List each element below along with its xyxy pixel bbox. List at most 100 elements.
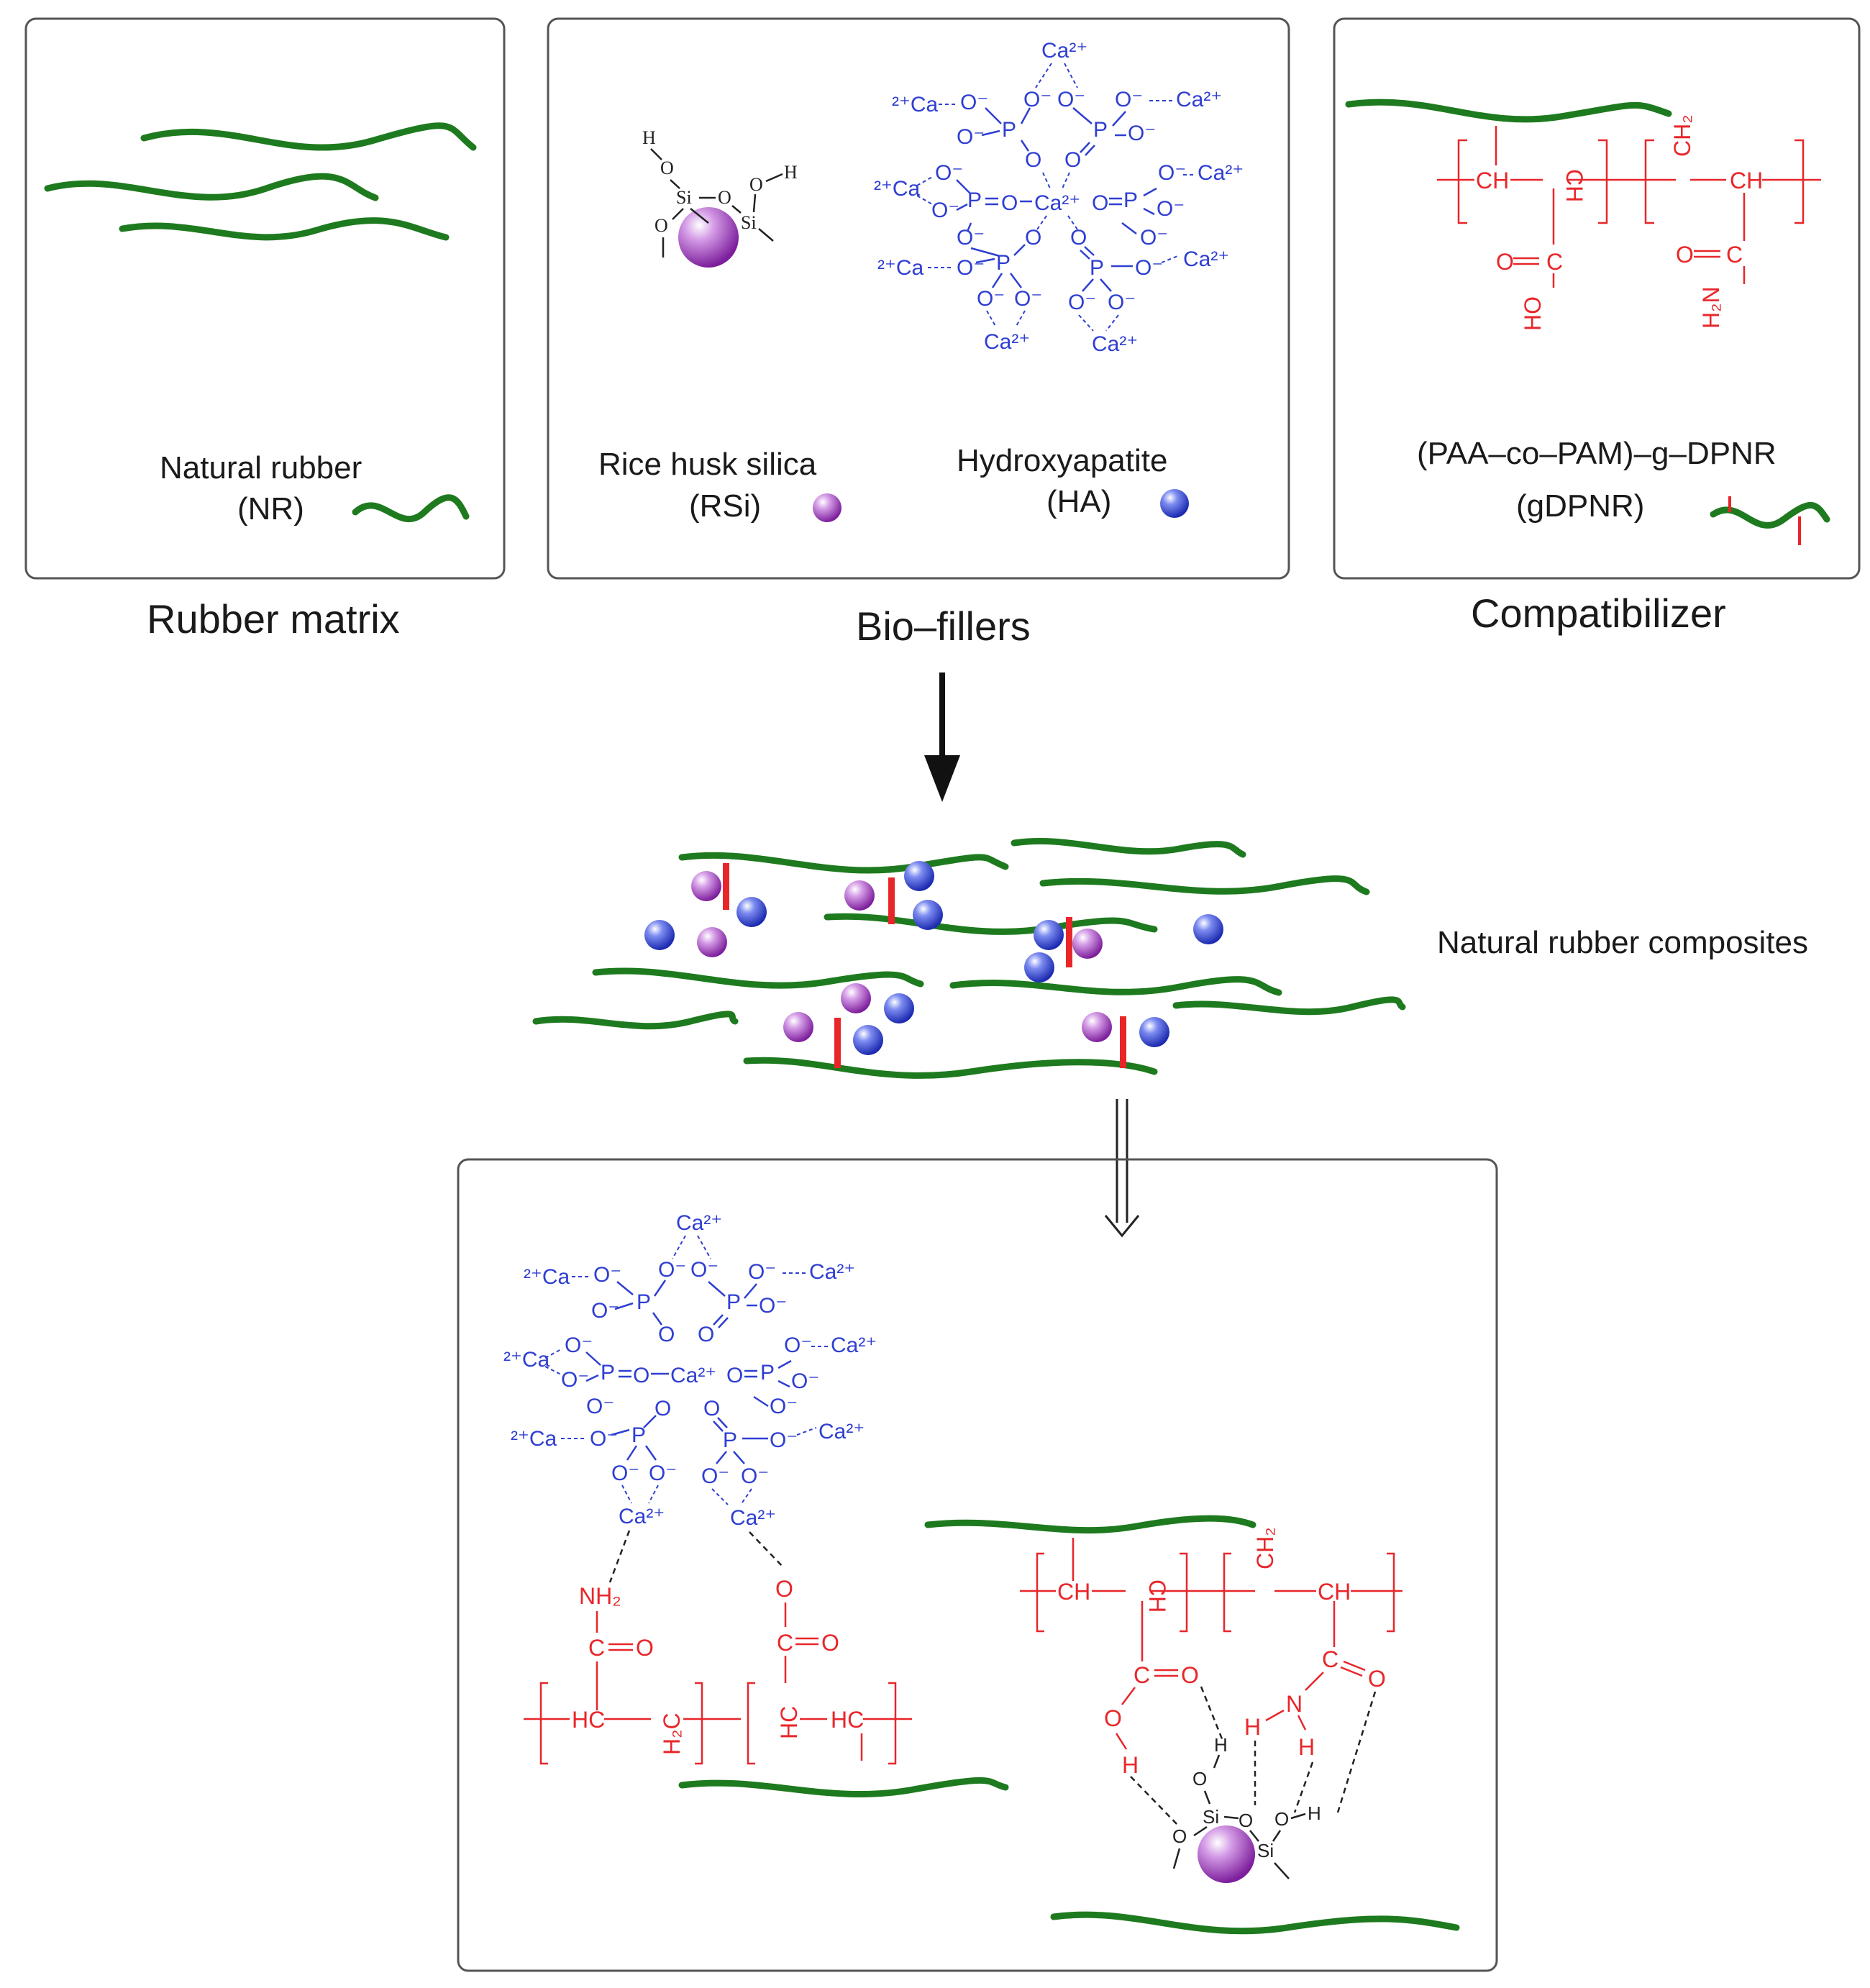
svg-text:H₂N: H₂N <box>1698 286 1724 329</box>
svg-text:O⁻: O⁻ <box>1157 197 1185 221</box>
svg-text:²⁺Ca: ²⁺Ca <box>503 1348 549 1372</box>
svg-text:Ca²⁺: Ca²⁺ <box>1176 88 1222 111</box>
svg-text:O⁻: O⁻ <box>784 1333 812 1357</box>
svg-text:Si: Si <box>676 187 692 208</box>
silica-legend-sphere <box>813 493 842 522</box>
svg-text:H: H <box>1122 1752 1139 1778</box>
ha-label: Hydroxyapatite <box>957 443 1167 478</box>
svg-text:O⁻: O⁻ <box>1068 291 1096 314</box>
svg-text:C: C <box>1134 1662 1150 1688</box>
silica-abbrev: (RSi) <box>689 488 761 524</box>
svg-text:CH: CH <box>1561 169 1587 202</box>
gdpnr-label: (PAA–co–PAM)–g–DPNR <box>1417 436 1776 471</box>
left-rubber-chain <box>678 1777 1009 1798</box>
svg-text:²⁺Ca: ²⁺Ca <box>511 1427 557 1451</box>
rubber-matrix-panel: Natural rubber (NR) <box>24 17 506 580</box>
svg-text:P: P <box>723 1428 737 1452</box>
svg-text:O⁻: O⁻ <box>741 1464 769 1488</box>
svg-text:O⁻: O⁻ <box>957 226 985 250</box>
hydrogen-bond-lines <box>1130 1686 1377 1828</box>
svg-text:CH: CH <box>1318 1579 1351 1605</box>
svg-text:H: H <box>642 127 656 148</box>
svg-text:HC: HC <box>831 1707 864 1733</box>
svg-text:C: C <box>1546 249 1563 275</box>
svg-text:P: P <box>601 1361 615 1385</box>
gdpnr-abbrev: (gDPNR) <box>1516 488 1644 524</box>
svg-text:O: O <box>1025 148 1041 172</box>
gdpnr-right-bound: CH CH CH₂ CH C O O H C O <box>1020 1527 1402 1778</box>
svg-text:O⁻: O⁻ <box>931 199 959 222</box>
svg-text:CH₂: CH₂ <box>1252 1527 1278 1569</box>
svg-text:O⁻: O⁻ <box>649 1462 677 1485</box>
svg-text:O⁻: O⁻ <box>586 1395 614 1418</box>
gdpnr-left-bound: NH₂ C O O C O HC H₂C HC HC <box>524 1576 912 1765</box>
svg-text:O: O <box>1025 226 1041 250</box>
nr-label: Natural rubber <box>160 450 362 485</box>
svg-text:O: O <box>633 1364 649 1387</box>
svg-text:H: H <box>1244 1714 1261 1740</box>
svg-text:O⁻: O⁻ <box>593 1263 621 1287</box>
svg-text:O: O <box>1001 191 1018 215</box>
svg-text:O: O <box>1181 1662 1199 1688</box>
hydroxyapatite-structure: Ca²⁺ O⁻ O⁻ ²⁺Ca O⁻ O⁻ P O P O⁻ Ca²⁺ O⁻ <box>874 39 1244 356</box>
svg-text:O⁻: O⁻ <box>590 1427 618 1451</box>
gdpnr-structure: CH CH CH₂ CH O C HO O C H₂N <box>1437 114 1821 331</box>
svg-text:O: O <box>718 187 731 208</box>
svg-text:O: O <box>654 215 668 236</box>
svg-text:O⁻: O⁻ <box>1057 88 1085 111</box>
ha-abbrev: (HA) <box>1046 484 1111 519</box>
svg-text:Ca²⁺: Ca²⁺ <box>1034 191 1080 215</box>
silica-particle-structure: H O Si O Si O H O <box>642 127 798 268</box>
svg-text:O: O <box>654 1397 671 1421</box>
svg-text:P: P <box>1123 188 1138 212</box>
nr-abbrev: (NR) <box>237 491 304 526</box>
svg-text:O⁻: O⁻ <box>957 256 985 280</box>
svg-text:Si: Si <box>1257 1840 1274 1861</box>
svg-text:Ca²⁺: Ca²⁺ <box>1183 247 1229 271</box>
silica-label: Rice husk silica <box>598 447 817 482</box>
svg-text:O: O <box>1192 1768 1207 1789</box>
svg-text:P: P <box>1002 118 1016 142</box>
svg-text:CH: CH <box>1730 168 1763 193</box>
svg-text:O⁻: O⁻ <box>690 1258 719 1282</box>
svg-text:Ca²⁺: Ca²⁺ <box>1092 332 1138 356</box>
svg-text:O⁻: O⁻ <box>770 1428 798 1452</box>
svg-text:O⁻: O⁻ <box>1108 291 1136 314</box>
svg-text:O: O <box>1172 1825 1187 1847</box>
svg-text:²⁺Ca: ²⁺Ca <box>892 93 938 117</box>
svg-text:Ca²⁺: Ca²⁺ <box>984 330 1030 354</box>
svg-text:O: O <box>660 158 674 178</box>
svg-text:²⁺Ca: ²⁺Ca <box>524 1265 570 1289</box>
svg-text:C: C <box>588 1635 605 1661</box>
svg-text:O: O <box>1239 1810 1253 1831</box>
svg-text:O: O <box>1092 191 1108 215</box>
svg-text:CH: CH <box>1057 1579 1090 1605</box>
svg-text:C: C <box>1322 1646 1338 1672</box>
svg-text:H: H <box>1298 1734 1315 1760</box>
svg-text:O: O <box>821 1630 839 1656</box>
right-rubber-chain-bottom <box>1050 1911 1460 1935</box>
svg-text:Ca²⁺: Ca²⁺ <box>670 1364 716 1387</box>
bio-fillers-panel: H O Si O Si O H O Ca²⁺ O⁻ O⁻ ²⁺Ca <box>547 17 1290 580</box>
svg-text:O⁻: O⁻ <box>1115 88 1143 111</box>
svg-text:H: H <box>784 162 798 183</box>
svg-text:P: P <box>631 1423 646 1447</box>
svg-text:O⁻: O⁻ <box>701 1464 729 1488</box>
svg-text:CH: CH <box>1476 168 1509 193</box>
process-arrow <box>924 672 960 802</box>
svg-text:O: O <box>1104 1705 1122 1731</box>
svg-text:P: P <box>726 1290 741 1314</box>
svg-text:O⁻: O⁻ <box>1128 122 1156 145</box>
svg-text:O⁻: O⁻ <box>658 1258 686 1282</box>
svg-text:O: O <box>1070 226 1087 250</box>
nr-chain-3 <box>119 217 450 241</box>
svg-text:C: C <box>777 1630 793 1656</box>
svg-text:O: O <box>1496 249 1514 275</box>
svg-text:Si: Si <box>741 212 757 233</box>
svg-text:O: O <box>698 1323 714 1346</box>
svg-text:P: P <box>1093 118 1108 142</box>
compatibilizer-panel: CH CH CH₂ CH O C HO O C H₂N <box>1333 17 1861 580</box>
detail-arrow <box>1104 1099 1140 1238</box>
svg-text:N: N <box>1286 1691 1303 1717</box>
